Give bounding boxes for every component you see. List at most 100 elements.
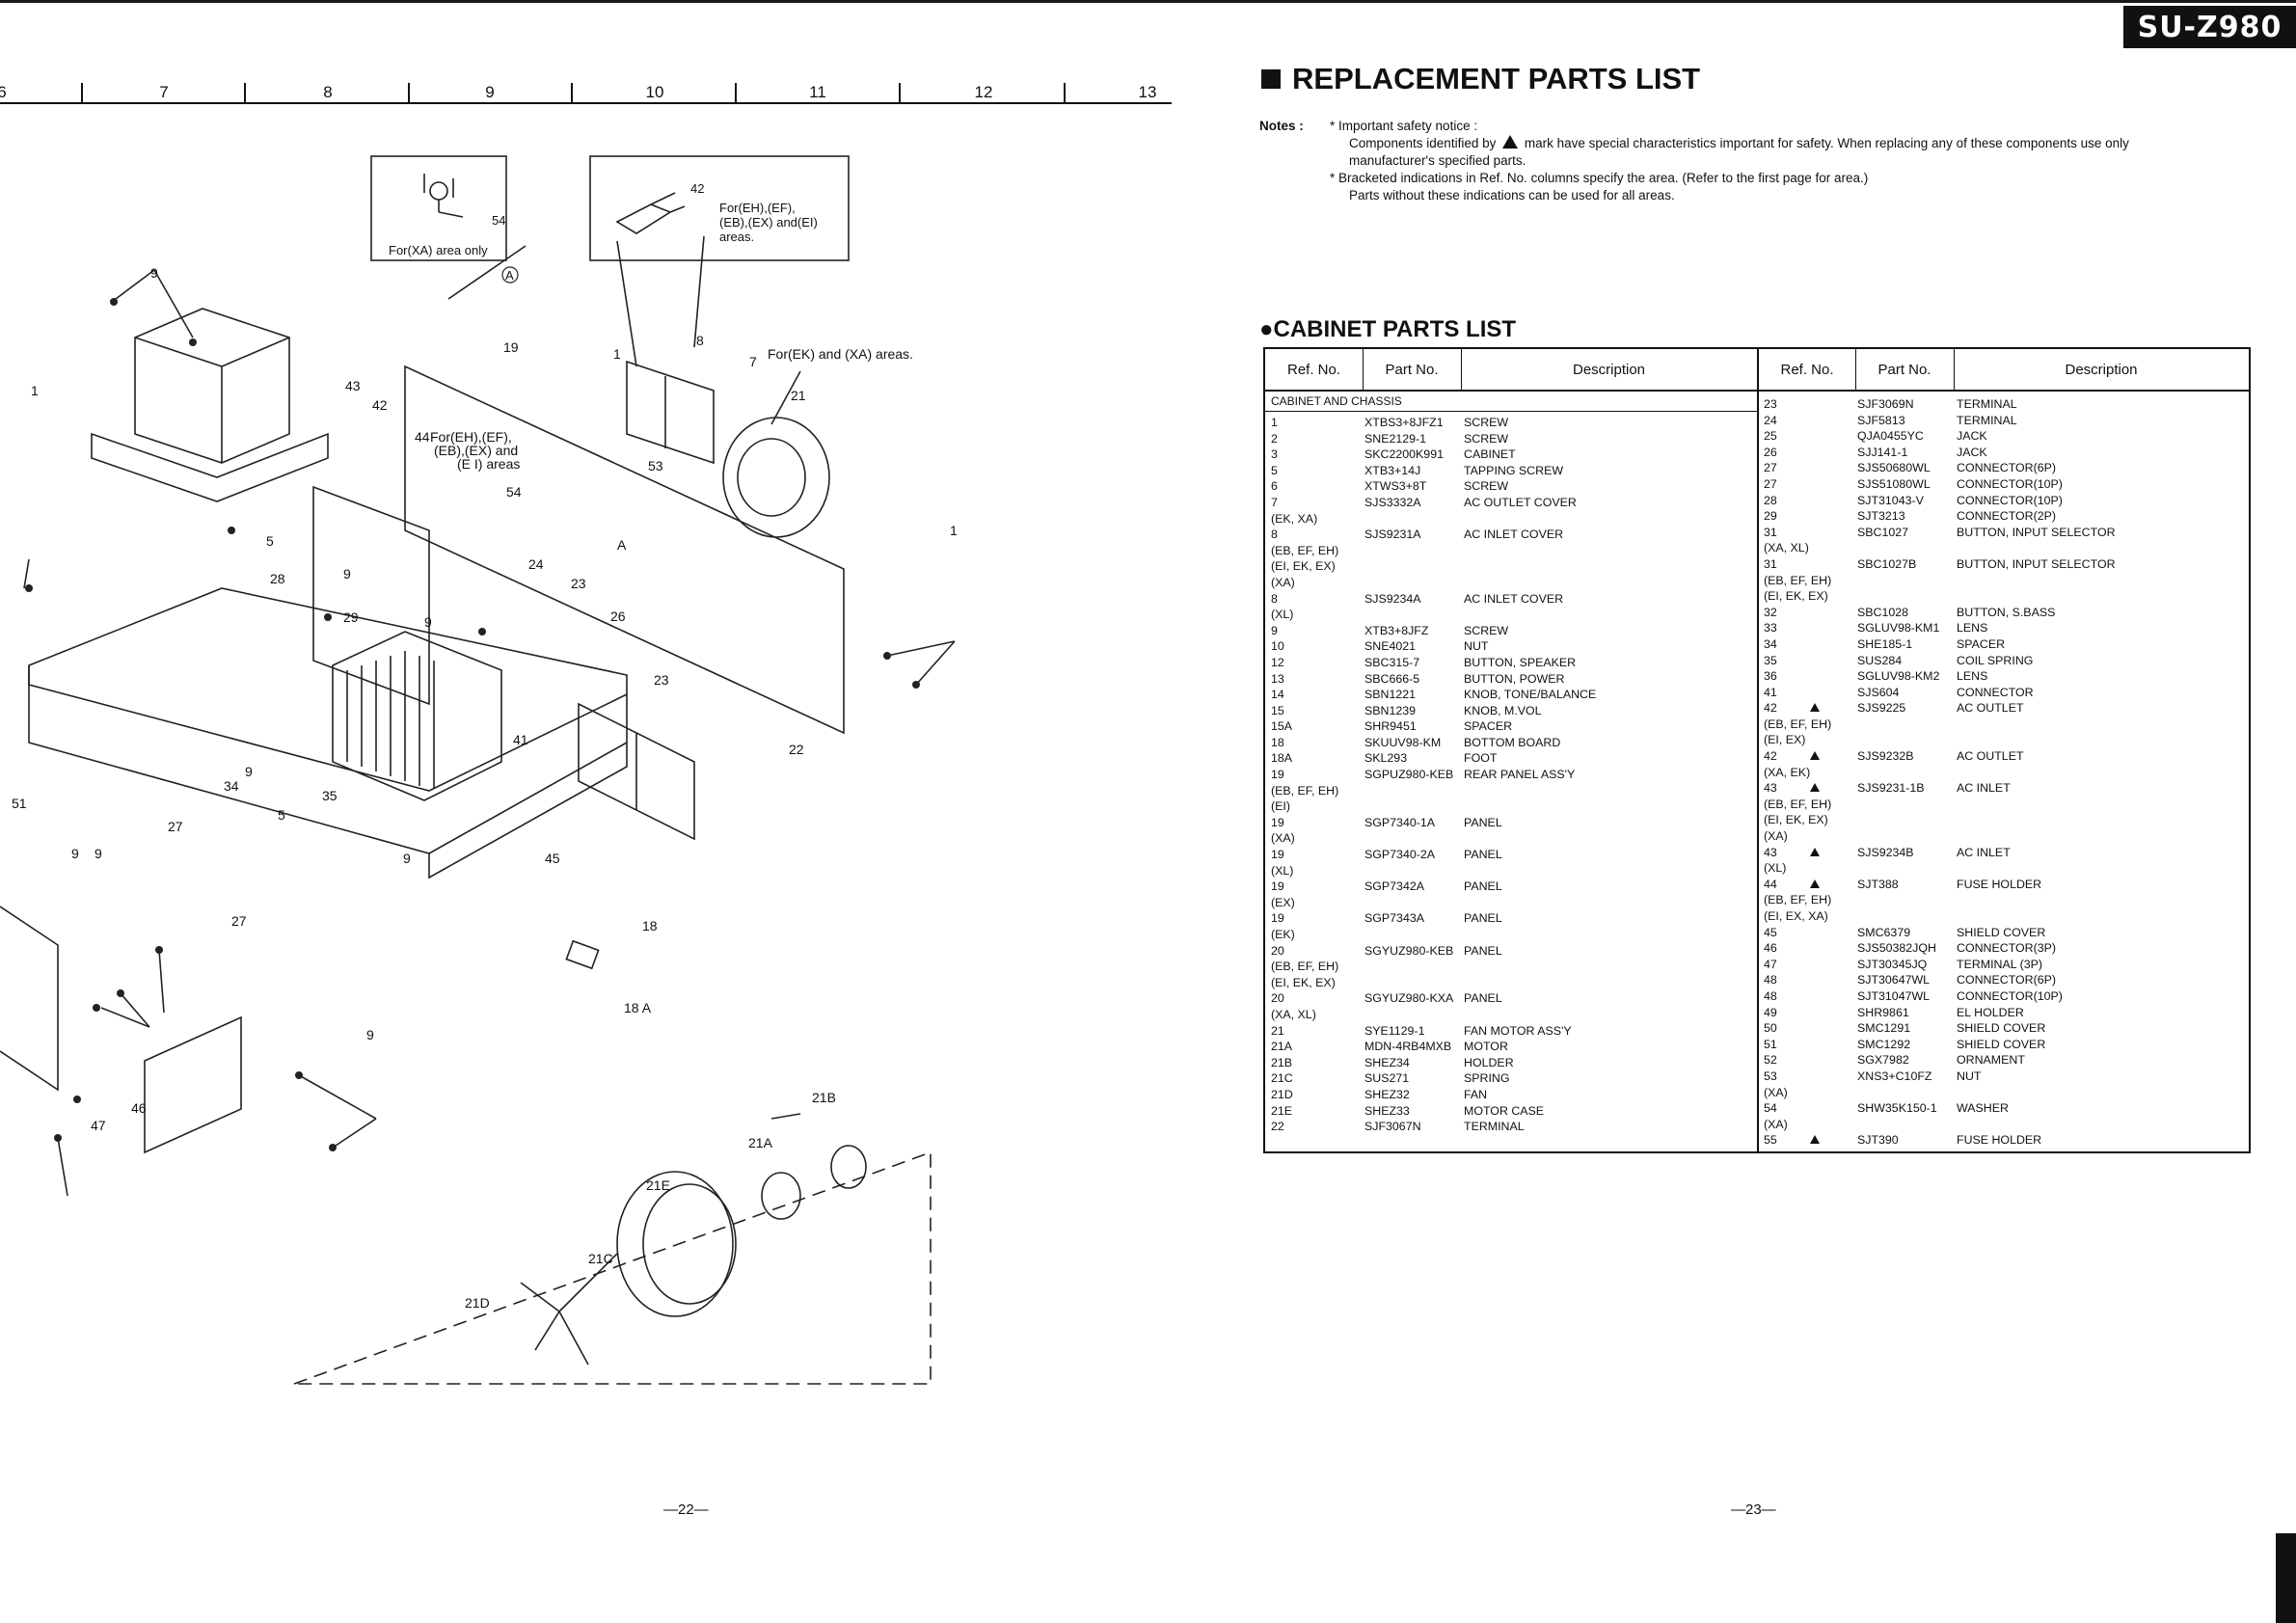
ref-no: (EB, EF, EH) xyxy=(1764,573,1832,587)
part-no: SJT30647WL xyxy=(1857,973,1931,987)
ref-no: (XA) xyxy=(1764,829,1788,844)
table-row: (EB, EF, EH) xyxy=(1764,717,2246,733)
ruler-number: 12 xyxy=(974,83,993,101)
ruler-number: 8 xyxy=(323,83,333,101)
part-no: SJS9232B xyxy=(1857,749,1914,764)
col-header-ref: Ref. No. xyxy=(1286,361,1341,378)
part-no: SHR9861 xyxy=(1857,1005,1909,1019)
col-header-part: Part No. xyxy=(1385,361,1439,378)
part-no: SHW35K150-1 xyxy=(1857,1101,1937,1116)
part-description: BUTTON, POWER xyxy=(1464,671,1565,686)
part-description: AC OUTLET COVER xyxy=(1464,495,1577,509)
table-row: (EX) xyxy=(1271,895,1753,911)
ruler-tick xyxy=(408,83,410,104)
ref-no: 32 xyxy=(1764,605,1777,619)
part-description: BUTTON, SPEAKER xyxy=(1464,655,1577,669)
ref-no: (XL) xyxy=(1271,608,1294,622)
table-row: (XL) xyxy=(1764,860,2246,877)
part-description: CONNECTOR(6P) xyxy=(1957,461,2057,475)
part-no: XTWS3+8T xyxy=(1364,479,1427,494)
ruler-number: 7 xyxy=(159,83,169,101)
part-no: SHE185-1 xyxy=(1857,636,1913,651)
warning-triangle-icon xyxy=(1810,751,1820,761)
table-row: (EB, EF, EH) xyxy=(1271,543,1753,559)
ref-no: 45 xyxy=(1764,925,1777,939)
table-row: (XA) xyxy=(1764,828,2246,845)
inset-xa-marker: A xyxy=(505,268,514,283)
part-no: SUS284 xyxy=(1857,653,1903,667)
col-header-desc: Description xyxy=(1572,361,1646,378)
ref-no: 6 xyxy=(1271,479,1278,494)
part-description: CABINET xyxy=(1464,447,1516,462)
page-number-right: —23— xyxy=(1731,1501,1776,1518)
part-no: SKC2200K991 xyxy=(1364,447,1444,462)
part-description: PANEL xyxy=(1464,815,1502,829)
ref-no: (EB, EF, EH) xyxy=(1271,783,1339,798)
ref-no: 28 xyxy=(1764,493,1777,507)
callout-9: 9 xyxy=(245,764,253,779)
ref-no: 12 xyxy=(1271,655,1284,669)
part-description: FAN xyxy=(1464,1087,1488,1101)
model-badge: SU-Z980 xyxy=(2123,6,2296,48)
part-description: AC INLET COVER xyxy=(1464,591,1564,606)
callout-23: 23 xyxy=(654,672,669,688)
table-row: (EB, EF, EH) xyxy=(1271,783,1753,799)
part-description: KNOB, TONE/BALANCE xyxy=(1464,688,1597,702)
part-description: JACK xyxy=(1957,445,1987,459)
callout-44-note: (E I) areas xyxy=(457,456,520,472)
ref-no: 27 xyxy=(1764,461,1777,475)
ref-no: 49 xyxy=(1764,1005,1777,1019)
callout-53: 53 xyxy=(648,458,663,473)
ref-no: 31 xyxy=(1764,525,1777,539)
part-no: SJS50382JQH xyxy=(1857,941,1936,956)
inset-box-xa xyxy=(370,155,507,261)
part-no: SMC6379 xyxy=(1857,925,1911,939)
ref-no: 34 xyxy=(1764,636,1777,651)
callout-23: 23 xyxy=(571,576,586,591)
part-description: AC INLET xyxy=(1957,781,2011,796)
warning-triangle-icon xyxy=(1810,783,1820,793)
inset-xa-num: 54 xyxy=(492,213,505,228)
ref-no: 29 xyxy=(1764,509,1777,524)
callout-34: 34 xyxy=(224,778,239,794)
callout-1: 1 xyxy=(31,383,39,398)
table-row: (EK, XA) xyxy=(1271,511,1753,527)
callout-21c: 21C xyxy=(588,1251,613,1266)
part-no: SHEZ34 xyxy=(1364,1055,1410,1069)
part-no: SJT3213 xyxy=(1857,509,1905,524)
warning-triangle-icon xyxy=(1810,847,1820,856)
callout-ek-xa-note: For(EK) and (XA) areas. xyxy=(768,346,913,362)
ref-no: (XA) xyxy=(1271,831,1295,846)
part-description: CONNECTOR xyxy=(1957,685,2034,699)
part-no: SJS9225 xyxy=(1857,701,1906,716)
ruler-number: 11 xyxy=(809,83,826,101)
ruler-line xyxy=(0,102,1172,104)
ref-no: 10 xyxy=(1271,639,1284,654)
part-description: PANEL xyxy=(1464,879,1502,894)
part-no: SGX7982 xyxy=(1857,1053,1909,1068)
part-description: SCREW xyxy=(1464,479,1509,494)
callout-44-note: (EB),(EX) and xyxy=(434,443,518,458)
ref-no: 42 xyxy=(1764,749,1777,764)
